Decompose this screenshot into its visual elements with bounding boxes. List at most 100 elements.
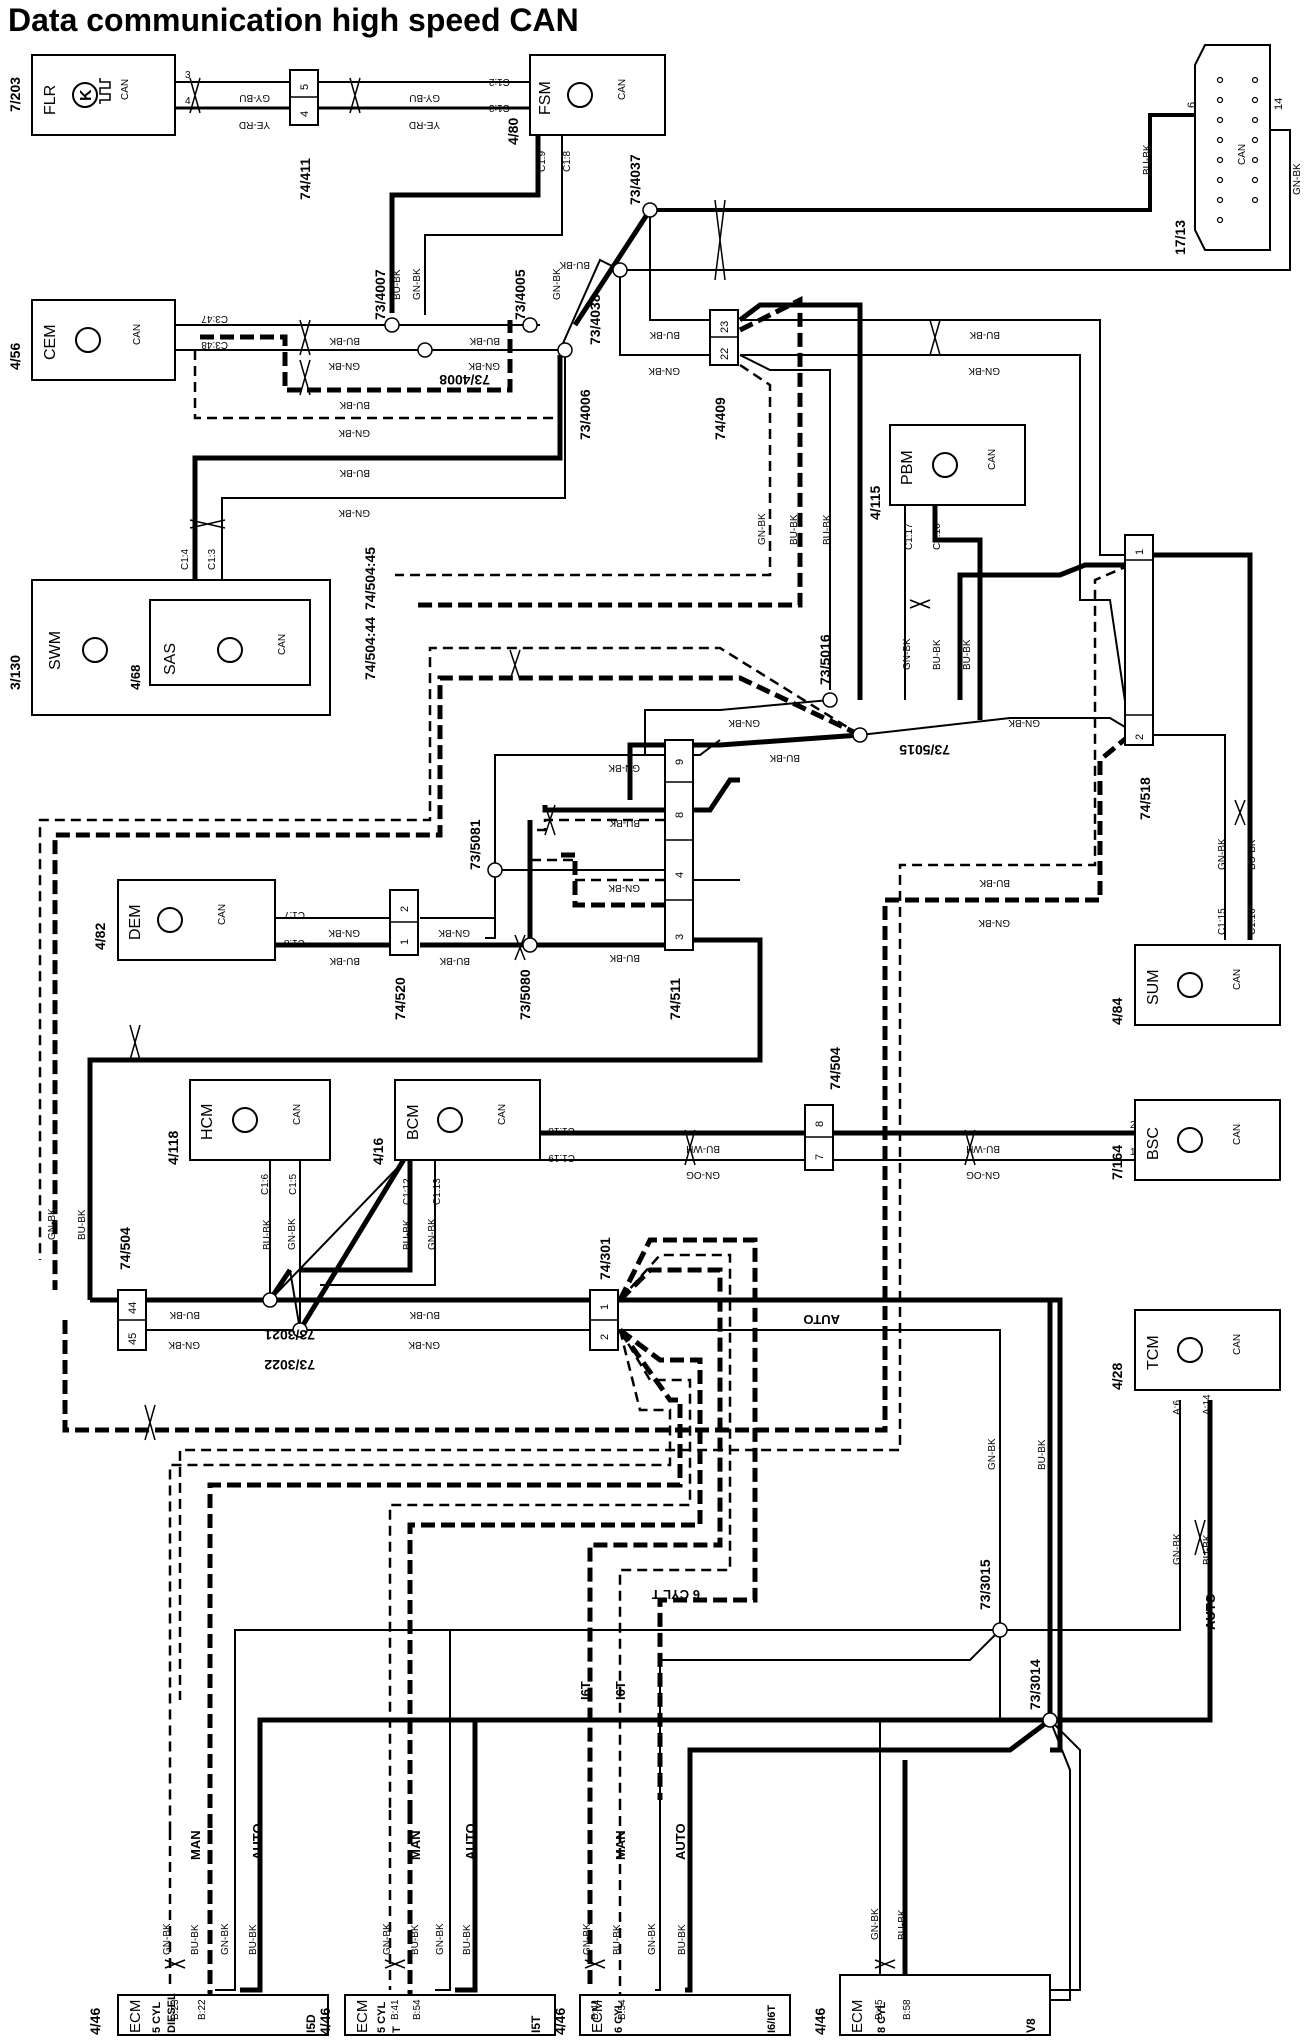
- svg-text:BU-BK: BU-BK: [329, 335, 360, 346]
- module-dem: DEM CAN 4/82: [92, 879, 276, 961]
- svg-text:74/301: 74/301: [597, 1237, 613, 1280]
- svg-text:74/504: 74/504: [117, 1227, 133, 1270]
- connector-labels: 74/411 73/4007 73/4005 73/4037 73/4038 7…: [117, 154, 1153, 1710]
- svg-text:74/504: 74/504: [827, 1047, 843, 1090]
- svg-text:BU-BK: BU-BK: [262, 1219, 273, 1250]
- svg-text:T: T: [391, 2026, 403, 2033]
- svg-text:C1:4: C1:4: [180, 548, 191, 570]
- svg-text:GN-BK: GN-BK: [162, 1923, 173, 1955]
- svg-text:SWM: SWM: [47, 631, 64, 670]
- svg-text:BU-BK: BU-BK: [329, 955, 360, 966]
- svg-text:C1:17: C1:17: [904, 523, 915, 550]
- svg-text:4/118: 4/118: [165, 1131, 181, 1165]
- svg-text:B:22: B:22: [197, 1999, 208, 2020]
- svg-text:BU-BK: BU-BK: [77, 1209, 88, 1240]
- svg-text:GN-BK: GN-BK: [412, 268, 423, 300]
- svg-text:CAN: CAN: [617, 79, 628, 100]
- svg-text:GN-BK: GN-BK: [338, 507, 370, 518]
- svg-text:C1:12: C1:12: [402, 1178, 413, 1205]
- svg-text:3/130: 3/130: [7, 655, 23, 690]
- svg-text:23: 23: [719, 321, 731, 333]
- svg-text:73/4006: 73/4006: [577, 389, 593, 440]
- svg-text:7: 7: [814, 1154, 826, 1160]
- svg-text:GN-BK: GN-BK: [978, 917, 1010, 928]
- ecm-i5t: ECM 5 CYL T I5T 4/46: [317, 1994, 556, 2036]
- svg-text:1: 1: [399, 939, 411, 945]
- svg-text:CEM: CEM: [42, 324, 59, 360]
- svg-text:BU-BK: BU-BK: [410, 1924, 421, 1955]
- svg-text:GN-BK: GN-BK: [427, 1218, 438, 1250]
- svg-text:BU-BK: BU-BK: [1202, 1534, 1213, 1565]
- svg-text:GN-BK: GN-BK: [608, 762, 640, 773]
- svg-text:CAN: CAN: [497, 1104, 508, 1125]
- svg-text:4/46: 4/46: [317, 2008, 333, 2035]
- svg-text:B:45: B:45: [874, 1999, 885, 2020]
- svg-text:GN-BK: GN-BK: [608, 882, 640, 893]
- svg-text:GN-OG: GN-OG: [686, 1169, 720, 1180]
- svg-text:1: 1: [599, 1304, 611, 1310]
- svg-text:PBM: PBM: [899, 450, 916, 485]
- svg-text:CAN: CAN: [1232, 1334, 1243, 1355]
- svg-text:C1:2: C1:2: [488, 76, 510, 87]
- svg-text:45: 45: [127, 1333, 139, 1345]
- svg-text:AUTO: AUTO: [1203, 1593, 1218, 1630]
- pin-labels: 3 4 C1:2 C1:3 C1:9 C1:8 C3:47 C3:48 C1:4…: [170, 70, 1258, 2020]
- ecm-i6: ECM 6 CYL I6/I6T 4/46: [552, 1994, 791, 2036]
- svg-text:17/13: 17/13: [1172, 220, 1188, 255]
- svg-text:BU-BK: BU-BK: [469, 335, 500, 346]
- svg-text:I6T: I6T: [613, 1681, 628, 1700]
- svg-text:B:41: B:41: [590, 1999, 601, 2020]
- svg-text:B:23: B:23: [170, 1999, 181, 2020]
- svg-text:74/411: 74/411: [297, 158, 313, 200]
- svg-text:GN-BK: GN-BK: [582, 1923, 593, 1955]
- wire-fsm-c18: [424, 135, 563, 315]
- svg-text:5 CYL: 5 CYL: [376, 2002, 388, 2033]
- svg-text:44: 44: [127, 1302, 139, 1314]
- svg-text:DIESEL: DIESEL: [166, 1993, 178, 2033]
- svg-text:BU-BK: BU-BK: [439, 955, 470, 966]
- svg-text:73/5080: 73/5080: [517, 969, 533, 1020]
- connector-blocks: 5 4 23 22 1 2 2 1 9 8 4 3 8 7 44 45 1 2: [117, 69, 1154, 1351]
- svg-text:BU-BK: BU-BK: [979, 877, 1010, 888]
- module-cem: CEM CAN 4/56: [7, 299, 176, 381]
- svg-text:A:14: A:14: [1202, 1394, 1213, 1415]
- svg-text:MAN: MAN: [408, 1830, 423, 1860]
- svg-text:4/46: 4/46: [552, 2008, 568, 2035]
- svg-text:6: 6: [1186, 102, 1198, 108]
- svg-text:GN-BK: GN-BK: [902, 638, 913, 670]
- svg-text:GN-BK: GN-BK: [647, 1923, 658, 1955]
- svg-text:ECM: ECM: [589, 2000, 606, 2033]
- svg-text:C1:8: C1:8: [283, 937, 305, 948]
- ecm-v8: ECM 8 CYL V8 4/46: [812, 1974, 1051, 2036]
- svg-text:73/3021: 73/3021: [264, 1327, 315, 1343]
- wire-fsm-c19: [389, 135, 541, 313]
- svg-text:74/504:44: 74/504:44: [362, 617, 378, 680]
- svg-text:8 CYL: 8 CYL: [876, 2002, 888, 2033]
- svg-text:CAN: CAN: [217, 904, 228, 925]
- module-hcm: HCM CAN 4/118: [165, 1079, 331, 1165]
- svg-text:GN-BK: GN-BK: [435, 1923, 446, 1955]
- svg-text:4/115: 4/115: [867, 486, 883, 520]
- svg-text:73/3022: 73/3022: [264, 1357, 315, 1373]
- svg-text:BU-BK: BU-BK: [409, 1309, 440, 1320]
- svg-text:K: K: [78, 89, 95, 101]
- svg-text:CAN: CAN: [1232, 969, 1243, 990]
- svg-text:C1:15: C1:15: [1217, 908, 1228, 935]
- svg-text:73/5016: 73/5016: [817, 634, 833, 685]
- svg-text:9: 9: [674, 759, 686, 765]
- svg-text:4/46: 4/46: [87, 2008, 103, 2035]
- svg-text:C3:48: C3:48: [201, 339, 228, 350]
- svg-text:C1:6: C1:6: [260, 1173, 271, 1195]
- svg-text:SAS: SAS: [162, 643, 179, 675]
- svg-text:ECM: ECM: [849, 2000, 866, 2033]
- svg-text:GY-BU: GY-BU: [409, 92, 440, 103]
- svg-text:3: 3: [674, 934, 686, 940]
- svg-text:4/16: 4/16: [370, 1138, 386, 1165]
- svg-text:SUM: SUM: [1145, 969, 1162, 1005]
- module-tcm: TCM CAN 4/28: [1109, 1309, 1281, 1391]
- svg-text:GN-BK: GN-BK: [757, 513, 768, 545]
- splice-points: [262, 202, 1058, 1728]
- svg-text:HCM: HCM: [199, 1104, 216, 1140]
- svg-text:YE-RD: YE-RD: [409, 119, 440, 130]
- ecm-i5d: ECM 5 CYL DIESEL I5D 4/46: [87, 1993, 329, 2036]
